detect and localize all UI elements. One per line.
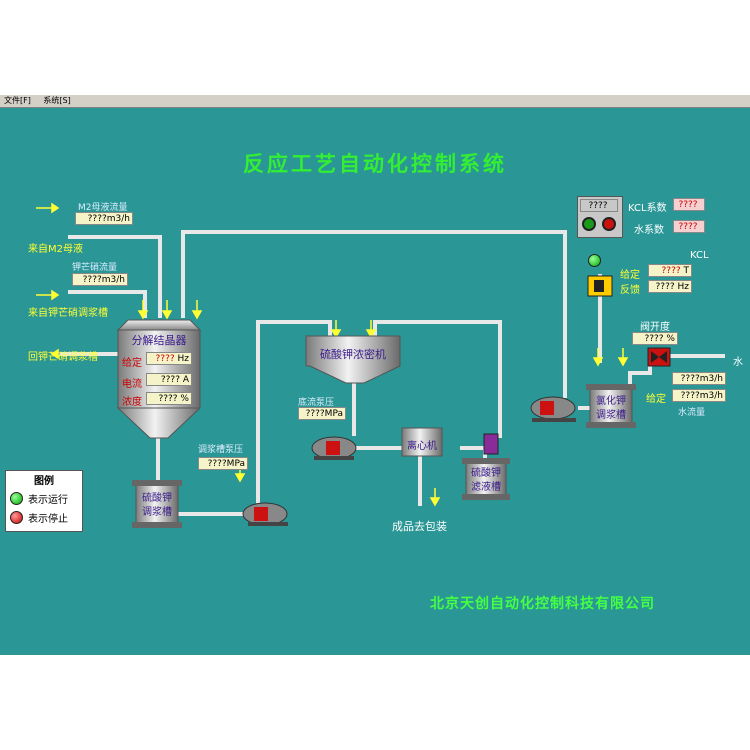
return-label: 回钾芒硝调浆槽 [28,352,98,363]
kcl-feedback-value: ???? Hz [648,280,692,293]
kcl-coef-label: KCL系数 [628,203,667,214]
crys-setpoint-value: ???? Hz [146,352,192,365]
kcl-tank-vessel [586,384,636,428]
company-name: 北京天创自动化控制科技有限公司 [430,596,655,612]
underflow-value: ????MPa [298,407,346,420]
kna-source-label: 来自钾芒硝调浆槽 [28,308,108,319]
crystallizer-name: 分解结晶器 [131,334,187,347]
centrifuge-vessel [401,427,443,457]
crys-conc-value: ???? % [146,392,192,405]
kna-flow-label: 钾芒硝流量 [72,263,118,273]
product-label: 成品去包装 [392,520,447,533]
thickener-vessel [305,335,401,384]
kcl-panel-value: ???? [580,199,618,212]
water-setpoint-value: ????m3/h [672,389,726,402]
slurry-pump-label: 调浆槽泵压 [198,445,244,455]
pipe-m2 [68,235,162,318]
running-icon [10,492,23,505]
legend-stopped: 表示停止 [28,514,68,525]
process-screen: 反应工艺自动化控制系统 M2母液流量 ????m3/h 来自M2母液 钾芒硝流量… [0,108,750,655]
water-label: 水 [733,357,743,368]
valve-open-label: 阀开度 [640,322,670,333]
kcl-setpoint-label: 给定 [620,270,640,281]
slurry-tank-line2: 调浆槽 [142,507,172,518]
filtrate-tank-line1: 硫酸钾 [471,468,501,479]
pipe-kna [68,290,147,318]
legend-running: 表示运行 [28,495,68,506]
crys-setpoint-label: 给定 [122,358,142,369]
menu-system[interactable]: 系统[S] [43,96,71,105]
crys-conc-label: 浓度 [122,397,142,408]
kcl-setpoint-value: ???? T [648,264,692,277]
slurry-pump-value: ????MPa [198,457,248,470]
menu-file[interactable]: 文件[F] [4,96,31,105]
slurry-tank-line1: 硫酸钾 [142,493,172,504]
menu-bar: 文件[F] 系统[S] [0,95,750,108]
flow-arrows [36,202,629,507]
kcl-tank-line1: 氯化钾 [596,396,626,407]
start-button[interactable] [582,217,596,231]
water-flow-value: ????m3/h [672,372,726,385]
water-coef-label: 水系数 [634,225,664,236]
stopped-icon [10,511,23,524]
pipes [60,230,725,516]
legend: 图例 表示运行 表示停止 [5,470,83,532]
pump-underflow [311,436,357,460]
water-coef-value: ???? [673,220,705,233]
centrifuge-name: 离心机 [407,441,437,452]
filter-unit [483,433,499,455]
kcl-control-panel: ???? [577,196,623,238]
valve-open-value: ???? % [632,332,678,345]
stop-button[interactable] [602,217,616,231]
pump-kcl [530,396,576,422]
kcl-feeder [587,275,613,297]
kcl-tank-line2: 调浆槽 [596,410,626,421]
page-title: 反应工艺自动化控制系统 [243,151,507,176]
slurry-tank-vessel [132,480,182,528]
kcl-running-indicator [588,254,601,267]
pipe-water [628,354,725,388]
pipe-top-main [181,230,567,398]
water-flow-label: 水流量 [678,408,706,418]
filtrate-tank-vessel [462,458,510,500]
process-diagram [36,202,725,528]
kna-flow-value: ????m3/h [72,273,128,286]
kcl-label: KCL [690,250,709,261]
m2-flow-label: M2母液流量 [78,203,128,213]
pump-slurry [242,502,288,526]
crys-current-value: ???? A [146,373,192,386]
water-setpoint-label: 给定 [646,394,666,405]
thickener-name: 硫酸钾浓密机 [320,348,386,361]
pipe-pump-thick [256,320,332,508]
kcl-coef-value: ???? [673,198,705,211]
water-valve [647,347,671,367]
filtrate-tank-line2: 滤液槽 [471,482,501,493]
kcl-feedback-label: 反馈 [620,285,640,296]
m2-flow-value: ????m3/h [75,212,133,225]
crys-current-label: 电流 [122,379,142,390]
legend-title: 图例 [34,476,54,487]
underflow-label: 底流泵压 [298,398,335,408]
m2-source-label: 来自M2母液 [28,244,83,255]
